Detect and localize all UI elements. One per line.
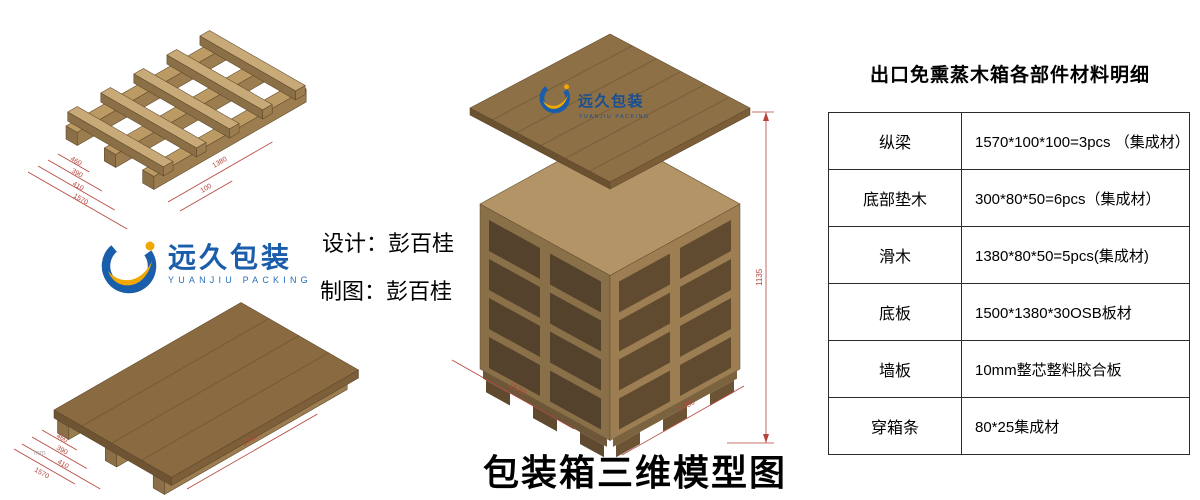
pallet-base-left <box>483 370 607 458</box>
dim-label: 390 <box>70 168 84 180</box>
dim-label: 410 <box>56 459 70 471</box>
dim-label: 390 <box>55 445 69 457</box>
dim-label: 1135 <box>755 268 764 286</box>
page-title: 包装箱三维模型图 <box>482 452 787 493</box>
lid-logo-name-en: YUANJIU PACKING <box>579 114 650 120</box>
company-name-en: YUANJIU PACKING <box>168 275 312 286</box>
part-spec: 1380*80*50=5pcs(集成材) <box>961 226 1190 284</box>
company-logo: 远久包装 YUANJIU PACKING <box>98 232 323 296</box>
dim-label: 460 <box>69 156 83 168</box>
part-name: 底部垫木 <box>828 169 962 227</box>
pallet-base-right <box>613 370 737 458</box>
lid-logo-name: 远久包装 <box>578 92 644 110</box>
lid-logo: 远久包装 YUANJIU PACKING <box>537 80 650 120</box>
part-name: 滑木 <box>828 226 962 284</box>
crate-body <box>479 132 741 458</box>
company-logo-icon <box>98 232 160 296</box>
crate-right-face <box>609 203 741 458</box>
part-spec: 1500*1380*30OSB板材 <box>961 283 1190 341</box>
table-row: 墙板 10mm整芯整料胶合板 <box>828 340 1190 398</box>
spec-table: 纵梁 1570*100*100=3pcs （集成材） 底部垫木 300*80*5… <box>828 112 1190 455</box>
draft-credit: 制图：彭百桂 <box>320 279 453 304</box>
part-name: 墙板 <box>828 340 962 398</box>
crate-lid: 远久包装 YUANJIU PACKING <box>469 33 751 190</box>
wood-grain <box>81 318 330 461</box>
crate-left-face <box>479 203 611 458</box>
part-spec: 300*80*50=6pcs（集成材） <box>961 169 1190 227</box>
dimension-lines: 460 390 410 1570 1380 100 <box>27 141 273 230</box>
table-row: 底板 1500*1380*30OSB板材 <box>828 283 1190 341</box>
crate-assembly-drawing: 远久包装 YUANJIU PACKING 1570 1450 1135 <box>451 33 774 458</box>
table-row: 穿箱条 80*25集成材 <box>828 397 1190 455</box>
dim-label: 410 <box>71 181 85 193</box>
part-name: 穿箱条 <box>828 397 962 455</box>
part-spec: 80*25集成材 <box>961 397 1190 455</box>
dim-label: 460 <box>55 433 69 445</box>
unit-footnote: mm <box>34 450 46 457</box>
part-spec: 1570*100*100=3pcs （集成材） <box>961 112 1190 170</box>
cross-skids <box>67 30 306 177</box>
dim-label: 1570 <box>33 467 50 481</box>
table-row: 底部垫木 300*80*50=6pcs（集成材） <box>828 169 1190 227</box>
dim-label: 1570 <box>72 193 89 207</box>
pallet-frame-drawing: 460 390 410 1570 1380 100 <box>27 30 307 230</box>
part-name: 纵梁 <box>828 112 962 170</box>
dim-label: 100 <box>200 183 214 195</box>
spec-table-title: 出口免熏蒸木箱各部件材料明细 <box>869 65 1150 86</box>
company-name: 远久包装 <box>168 241 293 273</box>
part-spec: 10mm整芯整料胶合板 <box>961 340 1190 398</box>
part-name: 底板 <box>828 283 962 341</box>
pallet-deck-drawing: 460 390 410 1570 1380 <box>13 302 359 495</box>
deck-board <box>53 302 359 486</box>
table-row: 滑木 1380*80*50=5pcs(集成材) <box>828 226 1190 284</box>
dim-label: 1380 <box>212 156 229 170</box>
lid-wood-grain <box>491 45 729 173</box>
table-row: 纵梁 1570*100*100=3pcs （集成材） <box>828 112 1190 170</box>
design-credit: 设计：彭百桂 <box>322 231 455 256</box>
